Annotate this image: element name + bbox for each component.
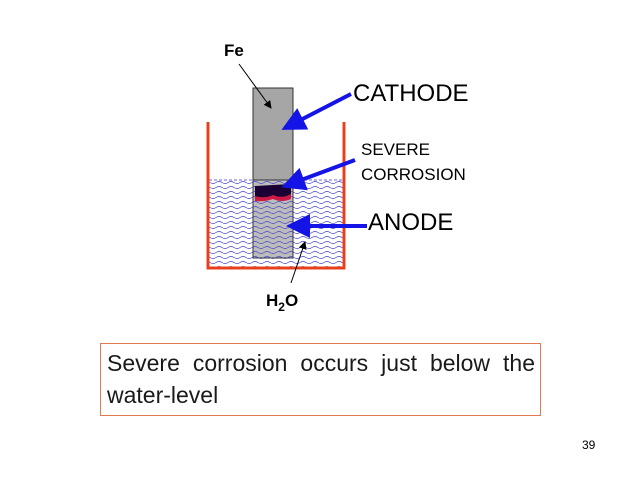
severe-label: SEVERE (361, 140, 430, 159)
water-pointer-arrow (290, 241, 307, 284)
corrosion-label: CORROSION (361, 165, 466, 184)
cathode-arrow (281, 92, 352, 130)
cathode-label: CATHODE (353, 80, 469, 107)
caption-text: Severe corrosion occurs just below the w… (107, 350, 535, 408)
fe-label: Fe (224, 41, 244, 60)
container (206, 122, 346, 270)
h2o-label-h: H (266, 291, 278, 310)
corrosion-red-edge (255, 194, 291, 202)
h2o-label-o: O (285, 291, 298, 310)
fe-pointer-arrow (238, 63, 272, 109)
page-number: 39 (582, 438, 596, 452)
caption-box: Severe corrosion occurs just below the w… (100, 343, 541, 416)
h2o-label: H2O (266, 291, 298, 314)
anode-label: ANODE (368, 209, 453, 236)
iron-rod-above-water (252, 87, 294, 181)
h2o-label-subscript: 2 (278, 300, 285, 314)
corrosion-arrow (281, 158, 356, 191)
